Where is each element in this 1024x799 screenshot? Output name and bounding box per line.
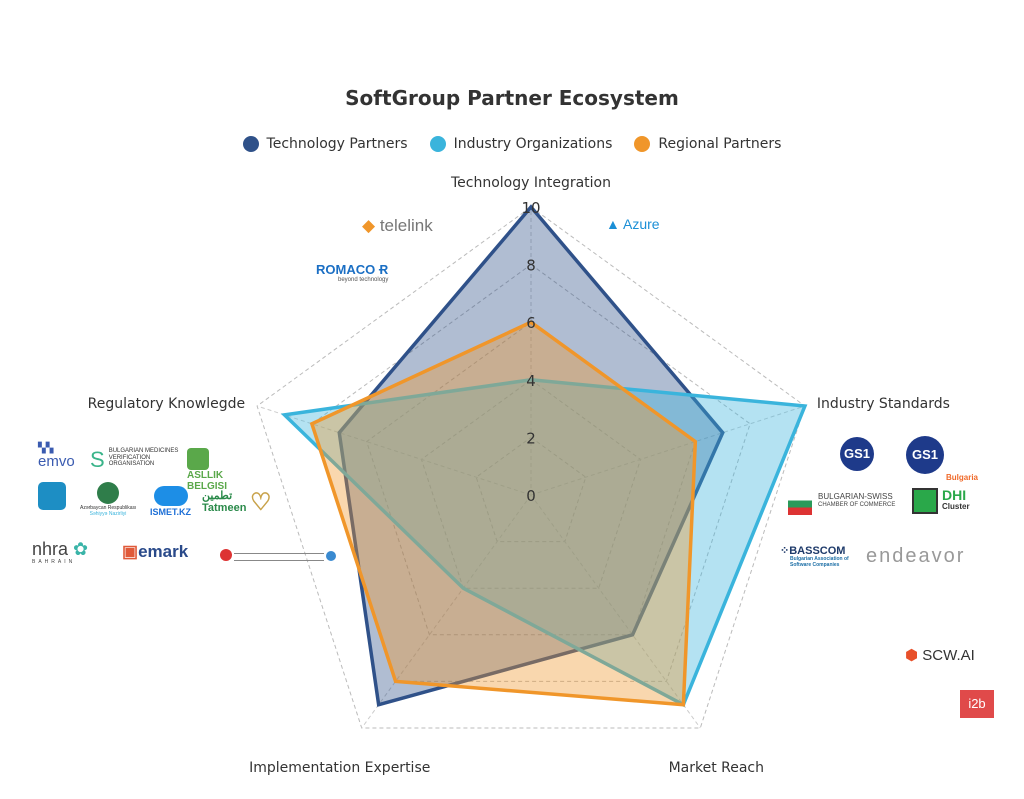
chart-title: SoftGroup Partner Ecosystem [345, 86, 679, 110]
tick-label: 4 [526, 372, 536, 390]
grid-ring [256, 206, 806, 729]
ismet-logo: ISMET.KZ [150, 486, 191, 518]
tick-label: 0 [526, 487, 536, 505]
legend-swatch [242, 136, 259, 152]
axis-label: Technology Integration [450, 175, 611, 191]
series-area-regional-partners [309, 320, 698, 707]
legend-swatch [429, 136, 446, 152]
nhra-logo: nhra ✿BAHRAIN [32, 539, 89, 565]
kyrgyz-ministry-logo [220, 548, 338, 562]
grid-spoke [530, 405, 806, 496]
asllik-logo: ASLLIK BELGISI [187, 448, 247, 492]
tick-label: 6 [526, 314, 536, 332]
grid-spoke [361, 494, 532, 729]
axis-label: Market Reach [669, 760, 764, 776]
verification-app-icon [38, 482, 66, 510]
tick-label: 8 [526, 257, 536, 275]
legend-label: Regional Partners [658, 136, 782, 152]
series-area-industry-organizations [280, 378, 808, 708]
endeavor-logo: endeavor [866, 545, 966, 567]
legend-label: Technology Partners [266, 136, 408, 152]
i2b-logo: i2b [960, 690, 994, 718]
legend-swatch [634, 136, 651, 152]
azure-logo: ▲ Azure [606, 216, 660, 232]
scwai-logo: ⬢ SCW.AI [905, 647, 975, 664]
gs1-logo: GS1 [840, 437, 874, 471]
grid-spoke [530, 494, 701, 729]
grid-ring [420, 379, 642, 589]
telelink-logo: ◆ telelink [362, 216, 433, 235]
emark-logo: ▣emark [122, 542, 189, 561]
axis-label: Industry Standards [817, 396, 950, 412]
axis-label: Regulatory Knowlegde [88, 396, 245, 412]
tick-label: 2 [526, 429, 536, 447]
emvo-logo: ▚▚emvo [38, 443, 75, 470]
legend: Technology Partners Industry Organizatio… [0, 136, 1024, 152]
legend-label: Industry Organizations [453, 136, 613, 152]
legend-item-regional-partners[interactable]: Regional Partners [634, 136, 781, 152]
legend-item-industry-organizations[interactable]: Industry Organizations [429, 136, 613, 152]
axis-label: Implementation Expertise [249, 760, 430, 776]
grid-spoke [256, 405, 532, 496]
legend-item-technology-partners[interactable]: Technology Partners [242, 136, 408, 152]
tick-label: 10 [521, 199, 540, 217]
grid-ring [475, 436, 587, 543]
